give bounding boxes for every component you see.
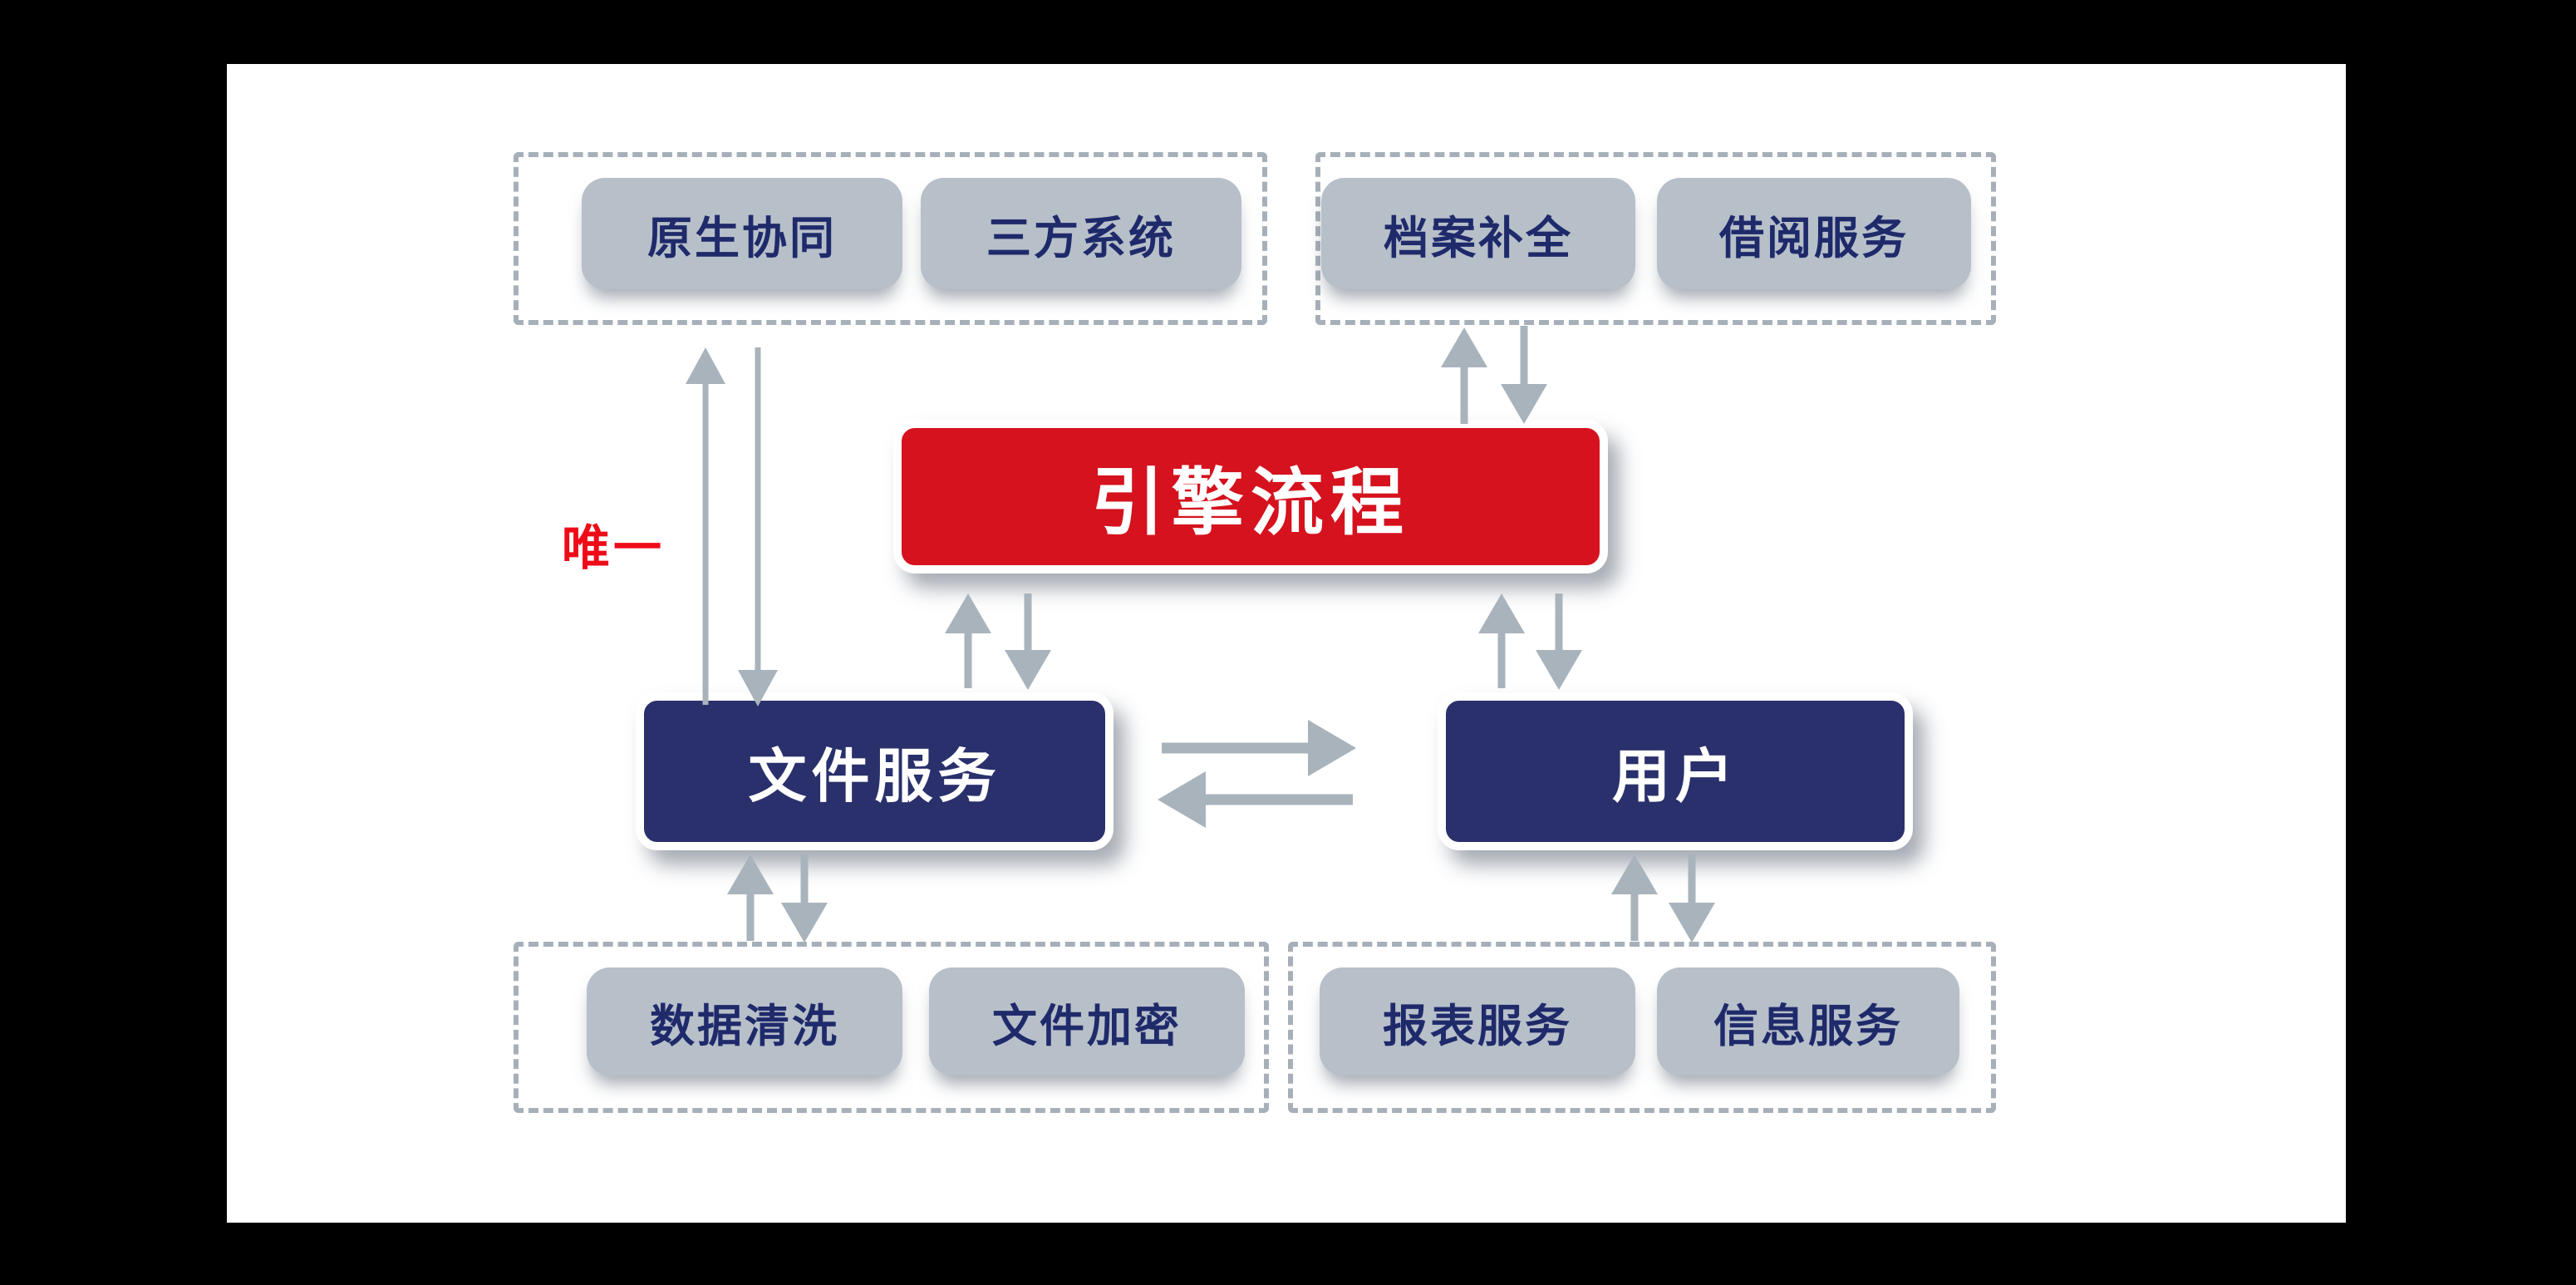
down-arrow-icon	[1005, 593, 1051, 690]
node-label: 原生协同	[647, 211, 837, 264]
node-label: 文件服务	[748, 741, 1001, 810]
up-arrow-icon	[945, 593, 991, 688]
node-borrow-service: 借阅服务	[1657, 178, 1971, 289]
node-third-party-system: 三方系统	[921, 178, 1241, 289]
down-arrow-icon	[1501, 326, 1547, 424]
up-arrow-icon	[1611, 854, 1658, 941]
group-bottom-right-info-services	[1288, 942, 1996, 1113]
node-label: 报表服务	[1383, 999, 1572, 1052]
node-report-service: 报表服务	[1320, 967, 1635, 1076]
node-label: 用户	[1612, 741, 1738, 810]
right-arrow-icon	[1162, 720, 1356, 776]
node-label: 信息服务	[1713, 999, 1903, 1052]
down-arrow-icon	[1669, 854, 1715, 943]
down-arrow-icon	[1536, 593, 1582, 690]
node-archive-completion: 档案补全	[1321, 178, 1635, 289]
node-file-service: 文件服务	[636, 692, 1113, 850]
unique-annotation-label: 唯一	[562, 519, 666, 576]
node-native-collaboration: 原生协同	[582, 178, 902, 289]
node-engine-process: 引擎流程	[893, 420, 1608, 574]
node-label: 引擎流程	[1090, 460, 1410, 545]
node-information-service: 信息服务	[1657, 967, 1959, 1076]
left-arrow-icon	[1158, 771, 1353, 828]
group-bottom-left-data-services	[514, 942, 1269, 1113]
node-label: 三方系统	[986, 211, 1176, 264]
node-data-cleaning: 数据清洗	[587, 967, 902, 1076]
node-label: 档案补全	[1384, 211, 1573, 264]
group-top-left-native-systems	[514, 152, 1267, 325]
node-label: 借阅服务	[1719, 211, 1909, 264]
up-arrow-icon	[727, 854, 774, 941]
group-top-right-archive-services	[1315, 152, 1996, 325]
node-label: 文件加密	[992, 999, 1182, 1052]
down-arrow-icon	[781, 854, 828, 943]
up-arrow-icon	[1441, 327, 1487, 424]
up-arrow-icon	[1478, 593, 1525, 688]
node-label: 数据清洗	[650, 999, 839, 1052]
down-arrow-icon	[737, 347, 779, 707]
node-user: 用户	[1438, 692, 1913, 850]
node-file-encryption: 文件加密	[929, 967, 1245, 1076]
up-arrow-icon	[685, 347, 726, 705]
